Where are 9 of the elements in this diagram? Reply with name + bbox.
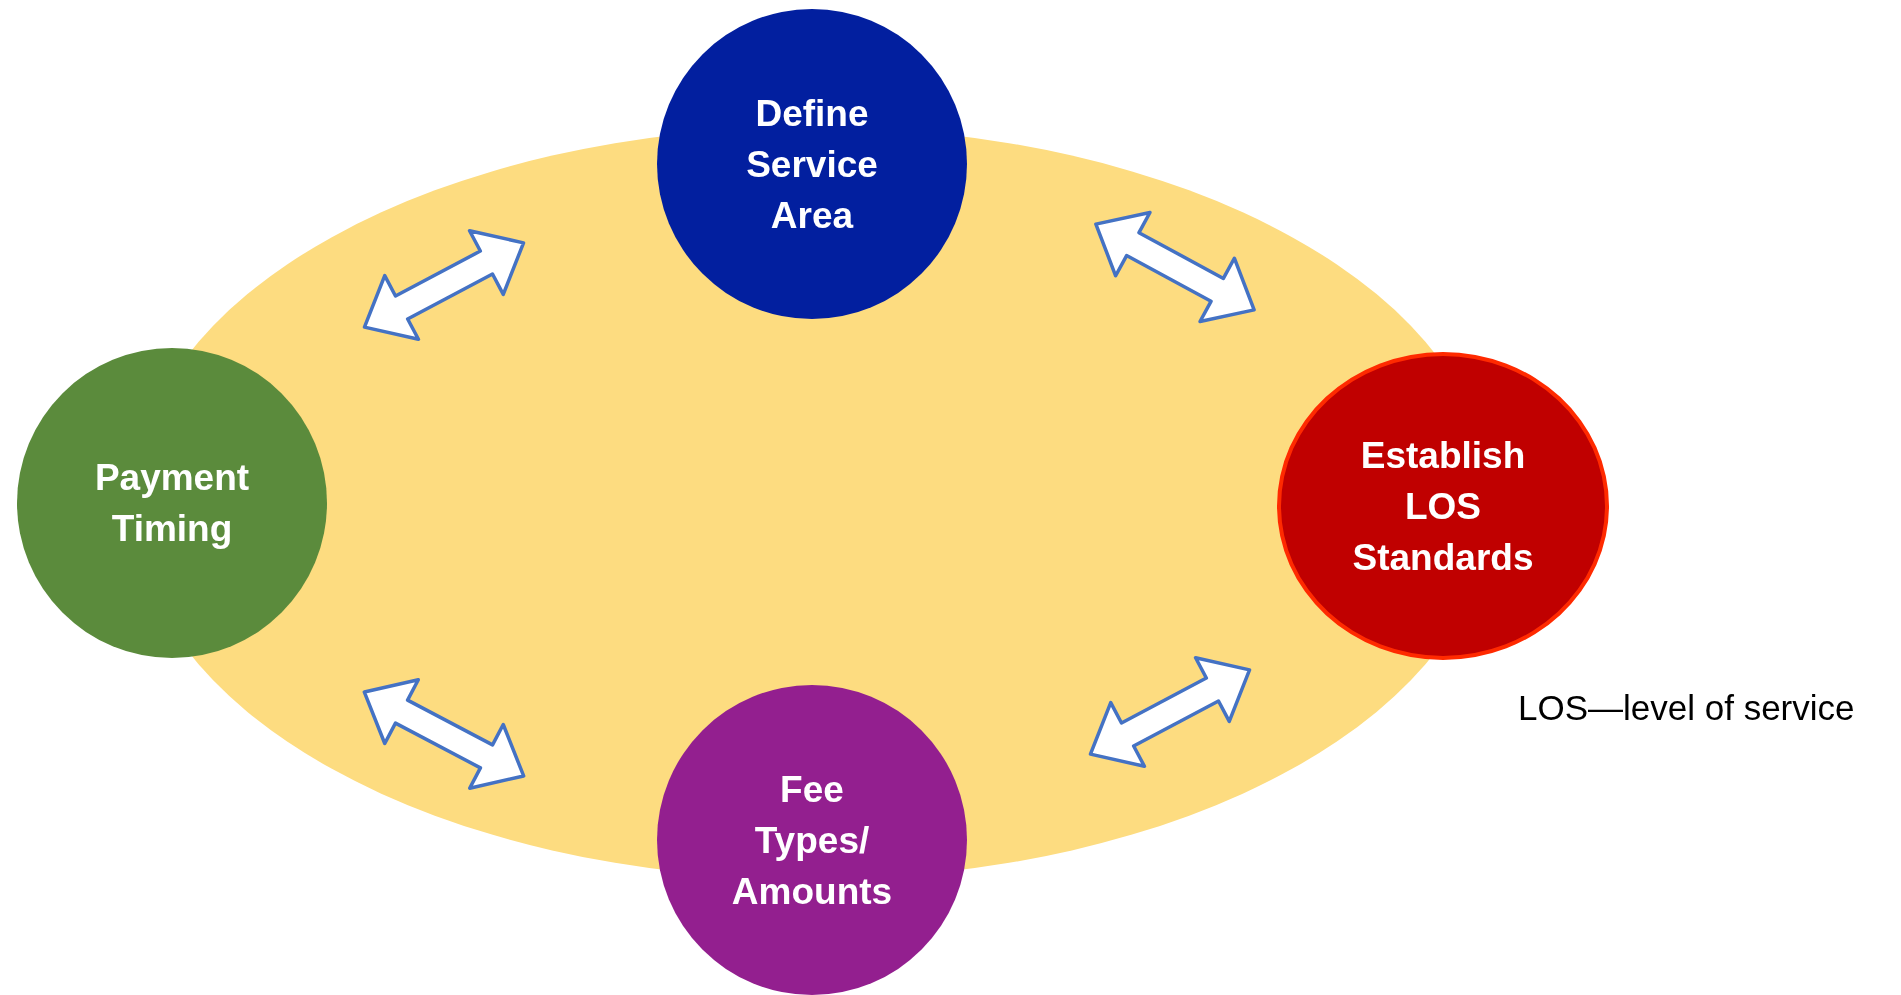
node-label: Establish LOS Standards — [1351, 433, 1535, 580]
node-label: Define Service Area — [745, 91, 879, 238]
double-arrow — [362, 228, 526, 342]
node-label: Fee Types/ Amounts — [730, 767, 894, 914]
abbreviation-note: LOS—level of service — [1518, 688, 1855, 728]
double-arrow — [1088, 656, 1252, 768]
double-arrow — [1094, 210, 1256, 324]
node-label: Payment Timing — [93, 456, 251, 551]
double-arrow — [362, 678, 526, 790]
